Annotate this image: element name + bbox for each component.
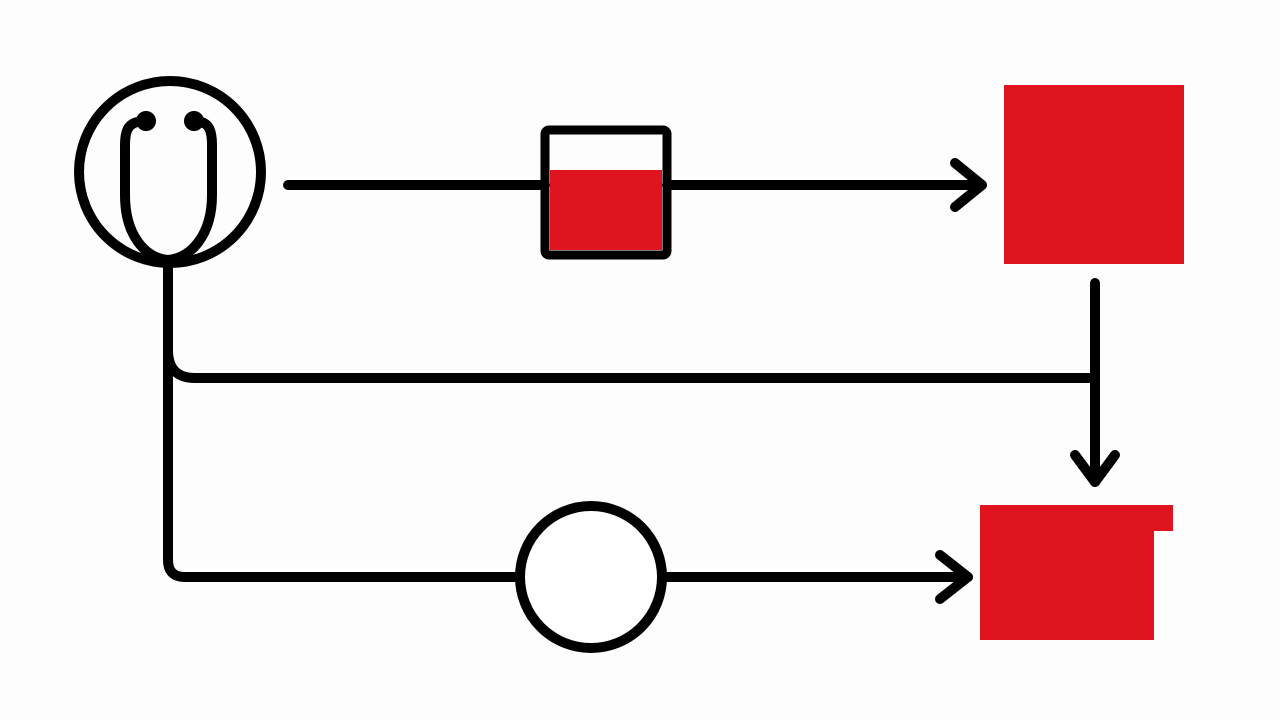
empty-circle-node [515, 501, 667, 653]
stethoscope-icon [74, 76, 266, 268]
blood-sample-vial-icon [540, 125, 672, 260]
connector-branch-middle [163, 345, 1100, 383]
red-square-node [1004, 85, 1184, 264]
red-box-icon [980, 505, 1173, 640]
arrowhead-right-top [950, 158, 987, 212]
arrowhead-right-bottom [935, 550, 973, 604]
connector-stem-bottom [163, 257, 521, 582]
arrowhead-down [1070, 450, 1120, 487]
